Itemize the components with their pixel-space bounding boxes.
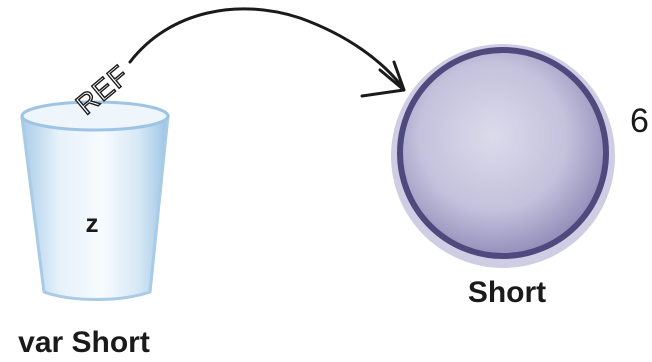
variable-cup: z — [22, 102, 168, 300]
variable-name: z — [86, 208, 99, 238]
short-object — [391, 44, 615, 268]
object-value: 6 — [630, 102, 649, 140]
reference-arrow — [130, 9, 404, 96]
arrow-line — [130, 9, 400, 84]
cup-body — [22, 108, 168, 300]
object-type-label: Short — [468, 276, 546, 309]
variable-type-label: var Short — [18, 326, 150, 359]
object-ball — [400, 50, 606, 256]
